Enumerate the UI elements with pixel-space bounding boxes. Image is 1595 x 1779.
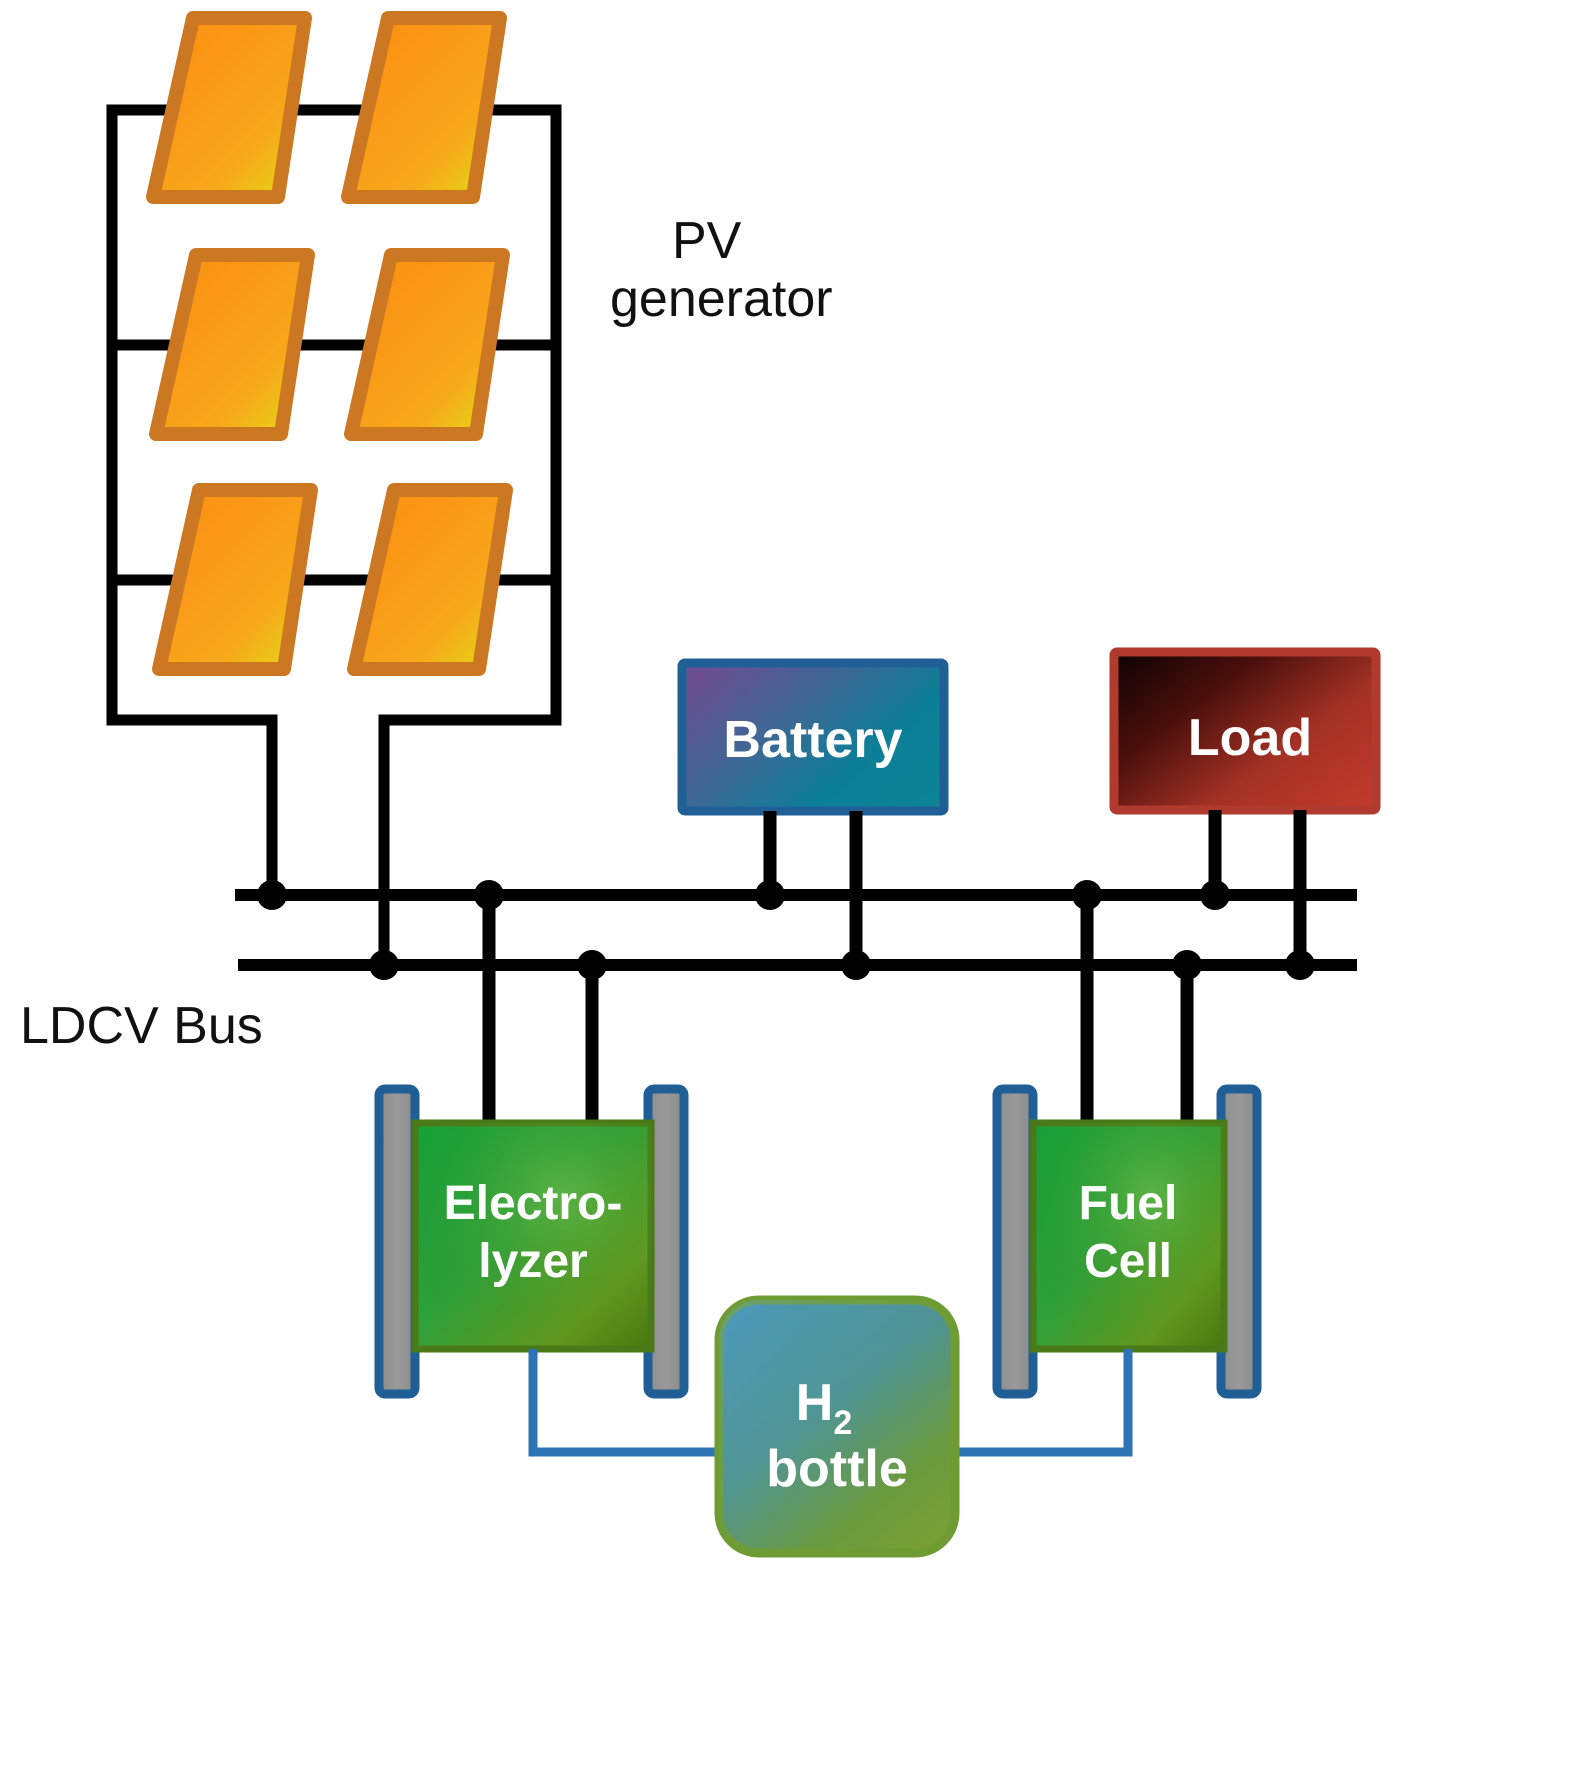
pv-panel bbox=[146, 11, 312, 204]
battery-block[interactable]: Battery bbox=[677, 658, 949, 816]
fuel-cell-block[interactable]: Fuel Cell bbox=[992, 1084, 1262, 1399]
battery-label: Battery bbox=[723, 711, 902, 769]
junction-dot bbox=[755, 880, 785, 910]
h2-bottle-label-formula: H2 bbox=[796, 1374, 852, 1442]
h2-bottle-label-line2: bottle bbox=[766, 1440, 908, 1498]
junction-dot bbox=[1072, 880, 1102, 910]
bus-junction-dots bbox=[257, 880, 1315, 980]
electrolyzer-block[interactable]: Electro- lyzer bbox=[374, 1084, 689, 1399]
junction-dot bbox=[474, 880, 504, 910]
electrolyzer-label-line1: Electro- bbox=[444, 1177, 623, 1230]
electrolyzer-label-line2: lyzer bbox=[478, 1235, 587, 1288]
load-label: Load bbox=[1188, 709, 1312, 767]
h2-bottle-block[interactable]: H2 bottle bbox=[714, 1295, 960, 1558]
junction-dot bbox=[1200, 880, 1230, 910]
junction-dot bbox=[841, 950, 871, 980]
load-box[interactable] bbox=[1109, 647, 1381, 815]
electrolyzer-electrode-left bbox=[374, 1084, 420, 1399]
junction-dot bbox=[257, 880, 287, 910]
ldcv-bus-label: LDCV Bus bbox=[20, 997, 263, 1055]
pv-panel bbox=[152, 483, 318, 676]
junction-dot bbox=[577, 950, 607, 980]
ldcv-bus bbox=[235, 889, 1357, 971]
pv-panel bbox=[347, 483, 513, 676]
fuel-cell-gloss bbox=[1033, 1123, 1224, 1349]
electrolyzer-gloss bbox=[415, 1123, 651, 1349]
junction-dot bbox=[1285, 950, 1315, 980]
pv-panel-array bbox=[146, 11, 513, 676]
load-block[interactable]: Load bbox=[1109, 647, 1381, 815]
junction-dot bbox=[1172, 950, 1202, 980]
battery-box[interactable] bbox=[677, 658, 949, 816]
h2-pipe-fuel-cell bbox=[957, 1349, 1133, 1457]
fuel-cell-label-line2: Cell bbox=[1084, 1235, 1172, 1288]
h2-bottle-gloss bbox=[719, 1300, 955, 1553]
fuel-cell-label-line1: Fuel bbox=[1079, 1177, 1178, 1230]
pv-panel bbox=[149, 248, 315, 441]
pv-generator-label: PV bbox=[672, 212, 742, 270]
pv-generator-label-line2: generator bbox=[610, 270, 833, 328]
pv-panel bbox=[344, 248, 510, 441]
fuel-cell-electrode-left bbox=[992, 1084, 1038, 1399]
pv-panel bbox=[341, 11, 507, 204]
h2-pipe-electrolyzer bbox=[528, 1349, 716, 1457]
junction-dot bbox=[369, 950, 399, 980]
